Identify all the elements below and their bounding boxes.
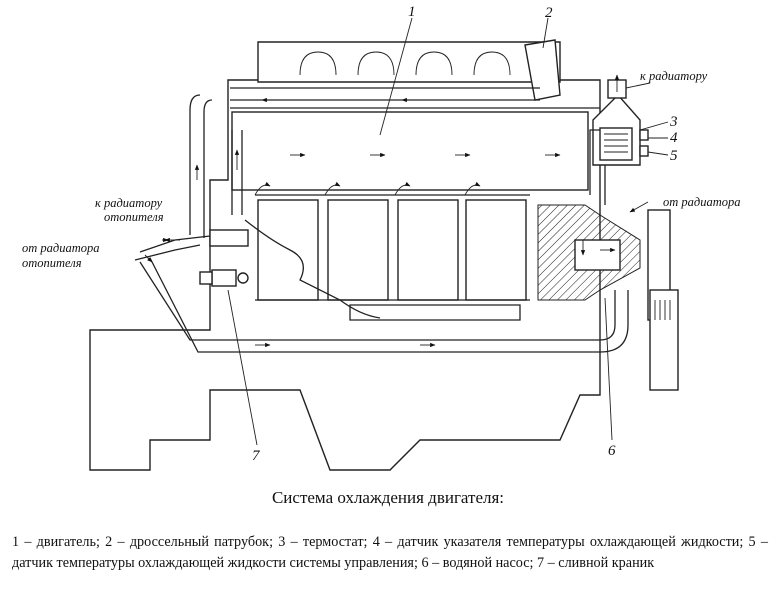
diagram-caption: Система охлаждения двигателя: bbox=[271, 488, 505, 507]
drain-cock bbox=[199, 269, 249, 287]
label-to-heater-2: отопителя bbox=[104, 210, 164, 224]
label-from-radiator: от радиатора bbox=[663, 195, 741, 209]
thermostat bbox=[592, 79, 649, 166]
label-6: 6 bbox=[608, 443, 616, 459]
label-7: 7 bbox=[252, 448, 261, 464]
label-5: 5 bbox=[670, 148, 678, 164]
label-from-heater-2: отопителя bbox=[22, 256, 82, 270]
label-from-heater-1: от радиатора bbox=[22, 241, 100, 255]
label-2: 2 bbox=[545, 5, 553, 21]
cooling-system-diagram: 1 2 3 4 5 6 7 к радиатору от радиатора к… bbox=[22, 4, 741, 471]
label-to-heater-1: к радиатору bbox=[95, 196, 163, 210]
label-3: 3 bbox=[669, 114, 678, 130]
leader-lines bbox=[227, 17, 669, 446]
diagram-legend: 1 – двигатель; 2 – дроссельный патрубок;… bbox=[12, 534, 768, 571]
engine-block bbox=[89, 41, 601, 471]
water-pump bbox=[537, 204, 679, 391]
flow-arrows bbox=[144, 74, 649, 348]
label-4: 4 bbox=[670, 130, 678, 146]
throttle-pipe bbox=[524, 39, 561, 101]
label-to-radiator: к радиатору bbox=[640, 69, 708, 83]
heater-pipes bbox=[134, 87, 629, 353]
label-1: 1 bbox=[408, 4, 416, 20]
